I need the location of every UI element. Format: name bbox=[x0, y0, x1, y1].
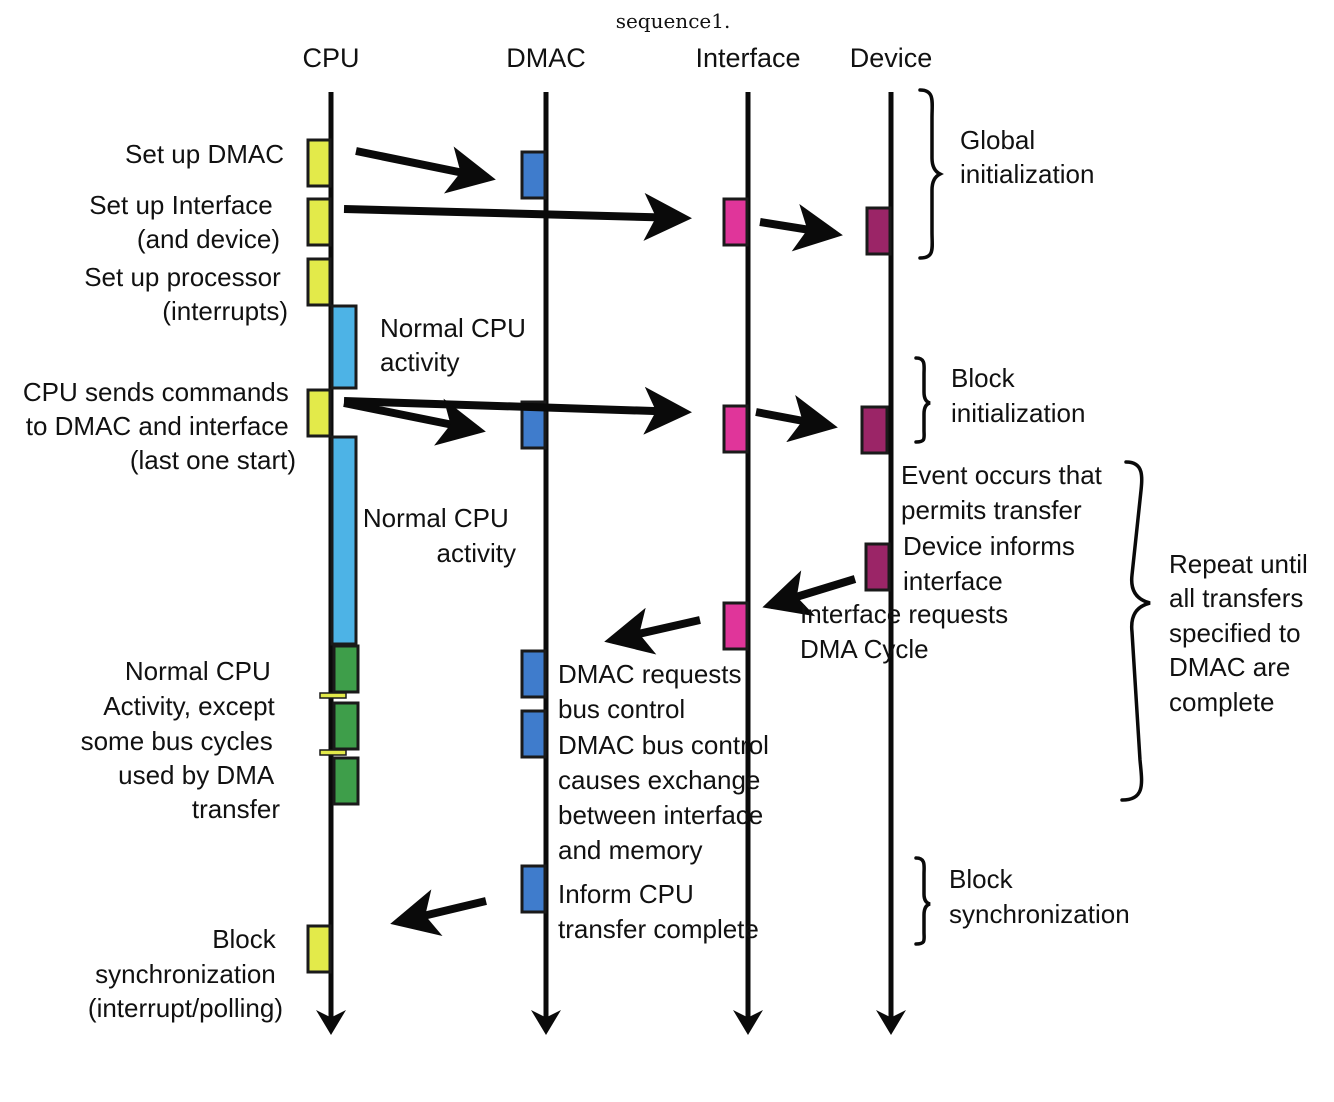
brace-global-init bbox=[918, 88, 944, 260]
cpu-setup-interface-box bbox=[306, 197, 332, 247]
diagram-caption: sequence1. bbox=[616, 9, 731, 33]
arrow-cpu-to-interface-command bbox=[343, 386, 692, 435]
cpu-send-commands-box bbox=[306, 388, 332, 438]
label-normal-activity-2: Normal CPU activity bbox=[363, 503, 516, 568]
arrow-device-to-interface bbox=[762, 570, 857, 617]
label-dmac-requests: DMAC requests bus control bbox=[558, 659, 749, 724]
device-event-box bbox=[864, 542, 891, 592]
label-interface-requests: Interface requests DMA Cycle bbox=[800, 599, 1015, 664]
label-send-commands: CPU sends commands to DMAC and interface… bbox=[23, 377, 296, 475]
cpu-block-sync-box bbox=[306, 924, 332, 974]
cpu-setup-processor-box bbox=[306, 257, 332, 307]
label-cpu-block-sync: Block synchronization (interrupt/polling… bbox=[88, 924, 283, 1023]
arrow-interface-to-dmac bbox=[604, 607, 701, 655]
cpu-normal-activity-box-1 bbox=[330, 304, 358, 390]
label-normal-except: Normal CPU Activity, except some bus cyc… bbox=[81, 656, 282, 824]
dmac-command-box bbox=[520, 400, 547, 450]
bus-cycle-separator-2 bbox=[319, 749, 347, 756]
lane-header-cpu: CPU bbox=[302, 43, 359, 73]
arrow-interface-to-device-setup bbox=[759, 203, 843, 252]
phase-braces bbox=[914, 88, 1151, 946]
cpu-setup-dmac-box bbox=[306, 138, 332, 188]
cpu-bus-cycle-box-2 bbox=[332, 701, 360, 751]
bus-cycle-separator-1 bbox=[319, 692, 347, 699]
label-setup-interface: Set up Interface (and device) bbox=[89, 190, 280, 254]
brace-block-init bbox=[914, 356, 931, 444]
cpu-normal-activity-box-2 bbox=[330, 435, 358, 646]
label-setup-processor: Set up processor (interrupts) bbox=[84, 262, 288, 326]
interface-command-box bbox=[722, 404, 749, 454]
label-repeat: Repeat until all transfers specified to … bbox=[1169, 549, 1315, 717]
dmac-request-bus-box bbox=[520, 649, 547, 699]
arrow-cpu-to-interface-setup bbox=[343, 192, 692, 241]
lane-header-device: Device bbox=[850, 43, 933, 73]
label-normal-activity-1: Normal CPU activity bbox=[380, 313, 533, 377]
device-command-box bbox=[860, 405, 889, 455]
message-arrows bbox=[343, 146, 857, 937]
brace-repeat bbox=[1120, 460, 1151, 802]
activation-boxes bbox=[306, 138, 892, 974]
label-device-informs: Device informs interface bbox=[903, 531, 1082, 596]
dmac-bus-control-box bbox=[520, 709, 547, 759]
arrow-cpu-to-dmac-command bbox=[343, 398, 486, 446]
interface-request-box bbox=[722, 601, 749, 651]
lane-header-dmac: DMAC bbox=[506, 43, 586, 73]
arrow-cpu-to-dmac-setup bbox=[355, 146, 496, 194]
label-inform-cpu: Inform CPU transfer complete bbox=[558, 879, 759, 944]
label-phase-block-sync: Block synchronization bbox=[949, 864, 1130, 929]
label-event-occurs: Event occurs that permits transfer bbox=[901, 460, 1109, 525]
label-dmac-bus-control: DMAC bus control causes exchange between… bbox=[558, 730, 776, 865]
cpu-bus-cycle-box-3 bbox=[332, 756, 360, 806]
interface-setup-box bbox=[722, 197, 749, 247]
device-setup-box bbox=[865, 206, 892, 256]
bus-cycle-separators bbox=[319, 692, 347, 756]
arrow-dmac-to-cpu bbox=[390, 889, 487, 937]
brace-block-sync bbox=[914, 856, 931, 946]
dmac-setup-box bbox=[520, 150, 547, 200]
lane-header-interface: Interface bbox=[695, 43, 800, 73]
label-setup-dmac: Set up DMAC bbox=[125, 139, 284, 169]
dmac-inform-cpu-box bbox=[520, 864, 547, 914]
label-block-init: Block initialization bbox=[951, 363, 1085, 428]
arrow-interface-to-device-command bbox=[755, 394, 838, 443]
cpu-bus-cycle-box-1 bbox=[332, 644, 360, 694]
label-global-init: Global initialization bbox=[960, 125, 1094, 189]
